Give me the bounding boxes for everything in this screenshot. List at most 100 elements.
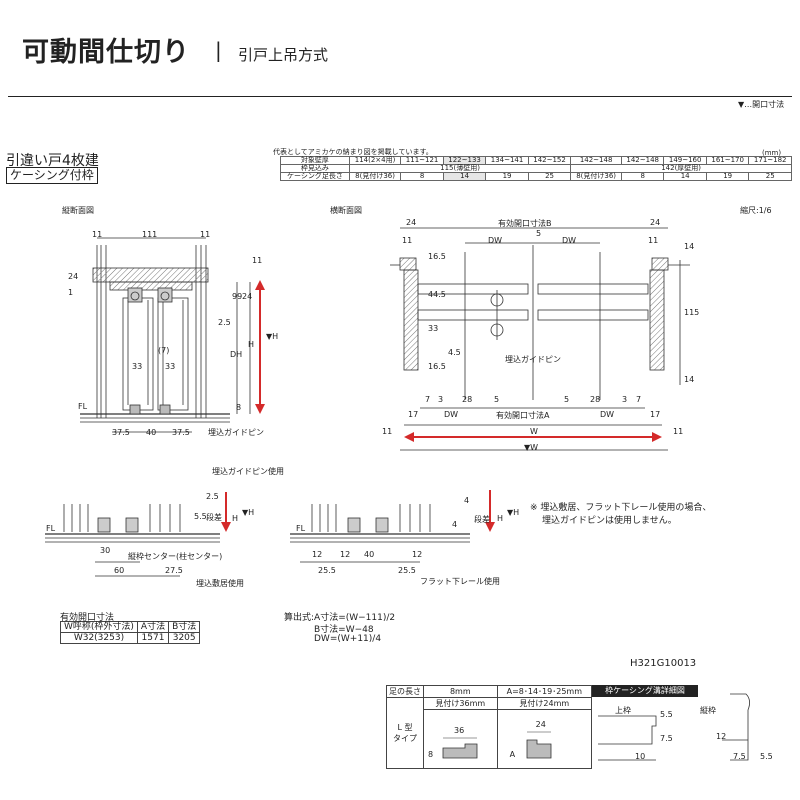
- dim-label: 11: [92, 230, 103, 239]
- det-header-row: 足の長さ 8mm A=8･14･19･25mm: [386, 685, 593, 698]
- dim-label: 8: [236, 403, 242, 412]
- dim-label: 5.5: [660, 710, 673, 719]
- title-separator: |: [215, 38, 222, 62]
- guide-pin-caption: 埋込ガイドピン使用: [212, 467, 284, 476]
- dim-label: 16.5: [428, 362, 446, 371]
- dim-label: 111: [142, 230, 158, 239]
- dim-label: 8: [428, 750, 434, 759]
- l-profile-36-drawing: [442, 737, 478, 759]
- dim-label: 7: [636, 395, 642, 404]
- dim-label: 12: [340, 550, 351, 559]
- dim-label: ▼H: [507, 508, 520, 517]
- det-drawing-cell: 36 8: [423, 709, 498, 769]
- spec-cell: 19: [705, 172, 750, 181]
- dim-label: W: [530, 427, 538, 436]
- dim-label: 28: [590, 395, 601, 404]
- det-drawing-row: 36 8 24 A: [387, 709, 593, 769]
- dim-label: 25.5: [398, 566, 416, 575]
- dim-label: 2.5: [206, 492, 219, 501]
- dim-label: 1: [68, 288, 74, 297]
- dim-label: 115: [684, 308, 700, 317]
- dim-label: DW: [488, 236, 503, 245]
- dim-label: DW: [444, 410, 459, 419]
- dim-label: 7: [425, 395, 431, 404]
- dim-label: 24: [242, 292, 253, 301]
- vertical-section-label: 縦断面図: [62, 206, 94, 215]
- sill-label: 埋込敷居使用: [196, 579, 244, 588]
- formula-a: 算出式:A寸法=(W−111)/2: [284, 613, 396, 623]
- scale-label: 縮尺:1/6: [740, 206, 772, 215]
- pin-label: 埋込ガイドピン: [208, 428, 264, 437]
- pin-label: 埋込ガイドピン: [505, 355, 561, 364]
- dim-label: ▼H: [242, 508, 255, 517]
- dim-label: H: [232, 514, 239, 523]
- opening-cell: 3205: [168, 632, 201, 644]
- dim-label: ▼W: [524, 443, 539, 452]
- dim-label: 44.5: [428, 290, 446, 299]
- det-type-cell: L 型 タイプ: [386, 697, 424, 769]
- dim-label: 5.5: [760, 752, 773, 761]
- casing-detail-title: 枠ケーシング溝詳細図: [592, 685, 698, 697]
- dim-label: 4.5: [448, 348, 461, 357]
- det-drawing-cell: 24 A: [496, 709, 593, 769]
- dim-label: 2.5: [218, 318, 231, 327]
- dim-label: 37.5: [112, 428, 130, 437]
- dim-label: 3: [438, 395, 444, 404]
- dim-label: 36: [454, 726, 465, 735]
- dim-label: 16.5: [428, 252, 446, 261]
- dim-label: 30: [100, 546, 111, 555]
- floor-label: FL: [296, 524, 306, 533]
- spec-cell: 25: [527, 172, 572, 181]
- dim-label: DW: [562, 236, 577, 245]
- dim-label: 11: [252, 256, 263, 265]
- dim-label: 24: [68, 272, 79, 281]
- formula-b: B寸法=W−48: [314, 625, 374, 635]
- horizontal-section-label: 横断面図: [330, 206, 362, 215]
- side-frame-label: 縦枠: [700, 706, 716, 715]
- page-title: 可動間仕切り: [22, 37, 190, 68]
- dim-label: A: [509, 750, 516, 759]
- floor-label: FL: [46, 524, 56, 533]
- dim-label: 28: [462, 395, 473, 404]
- effective-opening-a: 有効開口寸法A: [496, 411, 550, 420]
- dim-label: 5.5: [194, 512, 207, 521]
- casing-leg-table: 足の長さ 8mm A=8･14･19･25mm L 型 タイプ 見付け36mm …: [386, 685, 593, 769]
- note-line-2: 埋込ガイドピンは使用しません。: [542, 516, 677, 526]
- dim-label: 24: [406, 218, 417, 227]
- dim-label: 7.5: [733, 752, 746, 761]
- dim-label: 24: [650, 218, 661, 227]
- dim-label: 4: [464, 496, 470, 505]
- dim-label: 37.5: [172, 428, 190, 437]
- dim-label: 11: [648, 236, 659, 245]
- det-type-label: タイプ: [393, 734, 417, 743]
- dim-label: 25.5: [318, 566, 336, 575]
- det-type-label: L 型: [397, 723, 413, 732]
- dim-label: 3: [622, 395, 628, 404]
- header-divider: [8, 96, 792, 97]
- frame-badge: ケーシング付枠: [6, 167, 98, 184]
- dim-label: 33: [165, 362, 176, 371]
- dim-label: 17: [650, 410, 661, 419]
- top-frame-label: 上枠: [615, 706, 631, 715]
- l-profile-24-drawing: [526, 731, 552, 759]
- dim-label: 11: [382, 427, 393, 436]
- dim-label: 27.5: [165, 566, 183, 575]
- spec-cell: 25: [748, 172, 792, 181]
- dim-label: 11: [402, 236, 413, 245]
- page-subtitle: 引戸上吊方式: [238, 46, 329, 64]
- dim-label: 12: [716, 732, 727, 741]
- dim-label: ▼H: [266, 332, 279, 341]
- center-label: 縦枠センター(柱センター): [128, 552, 223, 561]
- effective-opening-b: 有効開口寸法B: [498, 219, 552, 228]
- dim-label: 40: [146, 428, 157, 437]
- opening-row: W32(3253) 1571 3205: [60, 632, 201, 644]
- dim-label: 40: [364, 550, 375, 559]
- spec-row-casing: ケーシング足長さ 8(見付け36) 8 14 19 25 8(見付け36) 8 …: [280, 172, 792, 181]
- dim-label: 33: [132, 362, 143, 371]
- dim-label: 60: [114, 566, 125, 575]
- spec-unit: (mm): [762, 149, 782, 157]
